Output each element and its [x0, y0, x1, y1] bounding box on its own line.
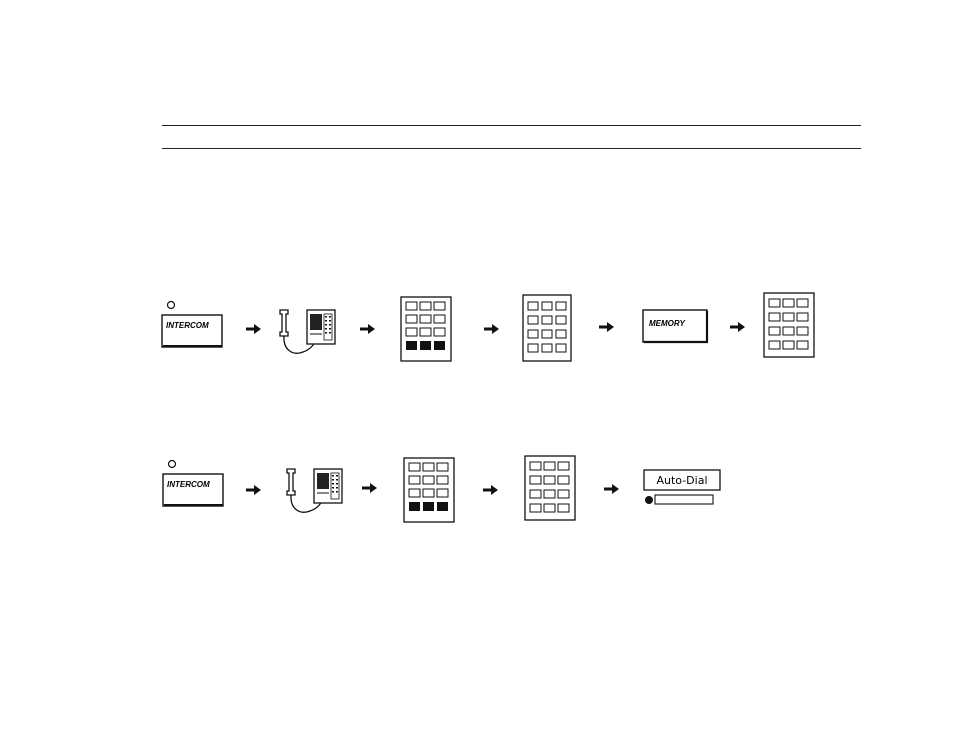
led-indicator-icon	[645, 496, 653, 504]
right-arrow-icon	[362, 482, 378, 494]
right-arrow-icon	[484, 323, 500, 335]
procedure-sequence-2: INTERCOM	[0, 455, 954, 525]
right-arrow-icon	[246, 323, 262, 335]
led-indicator-icon	[168, 302, 175, 309]
right-arrow-icon	[730, 321, 746, 333]
intercom-label: INTERCOM	[167, 480, 210, 489]
dial-keypad-icon	[403, 457, 455, 523]
dial-code-step	[403, 457, 455, 523]
memory-button-icon: MEMORY	[642, 308, 710, 346]
header-rule-bottom	[162, 148, 861, 149]
telephone-handset-icon	[275, 306, 337, 358]
autodial-button-icon: Auto-Dial	[643, 469, 723, 509]
right-arrow-icon	[604, 483, 620, 495]
intercom-label: INTERCOM	[166, 321, 209, 330]
right-arrow-icon	[246, 484, 262, 496]
autodial-step: Auto-Dial	[643, 469, 723, 509]
right-arrow-icon	[483, 484, 499, 496]
intercom-button-icon: INTERCOM	[160, 300, 224, 350]
dial-code-step	[400, 296, 452, 362]
dial-number-step	[522, 294, 572, 362]
dial-number-step	[524, 455, 576, 521]
memory-label: MEMORY	[649, 319, 686, 328]
telephone-handset-icon	[282, 465, 344, 517]
header-rule-top	[162, 125, 861, 126]
dial-keypad-icon	[522, 294, 572, 362]
intercom-step: INTERCOM	[160, 300, 224, 350]
led-indicator-icon	[169, 461, 176, 468]
intercom-button-icon: INTERCOM	[161, 457, 225, 509]
lift-handset-step	[275, 306, 337, 358]
autodial-label: Auto-Dial	[656, 474, 707, 487]
dial-keypad-icon	[524, 455, 576, 521]
dial-keypad-icon	[763, 292, 815, 358]
intercom-step: INTERCOM	[161, 457, 225, 509]
dial-keypad-icon	[400, 296, 452, 362]
procedure-sequence-1: INTERCOM	[0, 288, 954, 368]
right-arrow-icon	[599, 321, 615, 333]
memory-step: MEMORY	[642, 308, 710, 346]
right-arrow-icon	[360, 323, 376, 335]
dial-location-step	[763, 292, 815, 358]
lift-handset-step	[282, 465, 344, 517]
